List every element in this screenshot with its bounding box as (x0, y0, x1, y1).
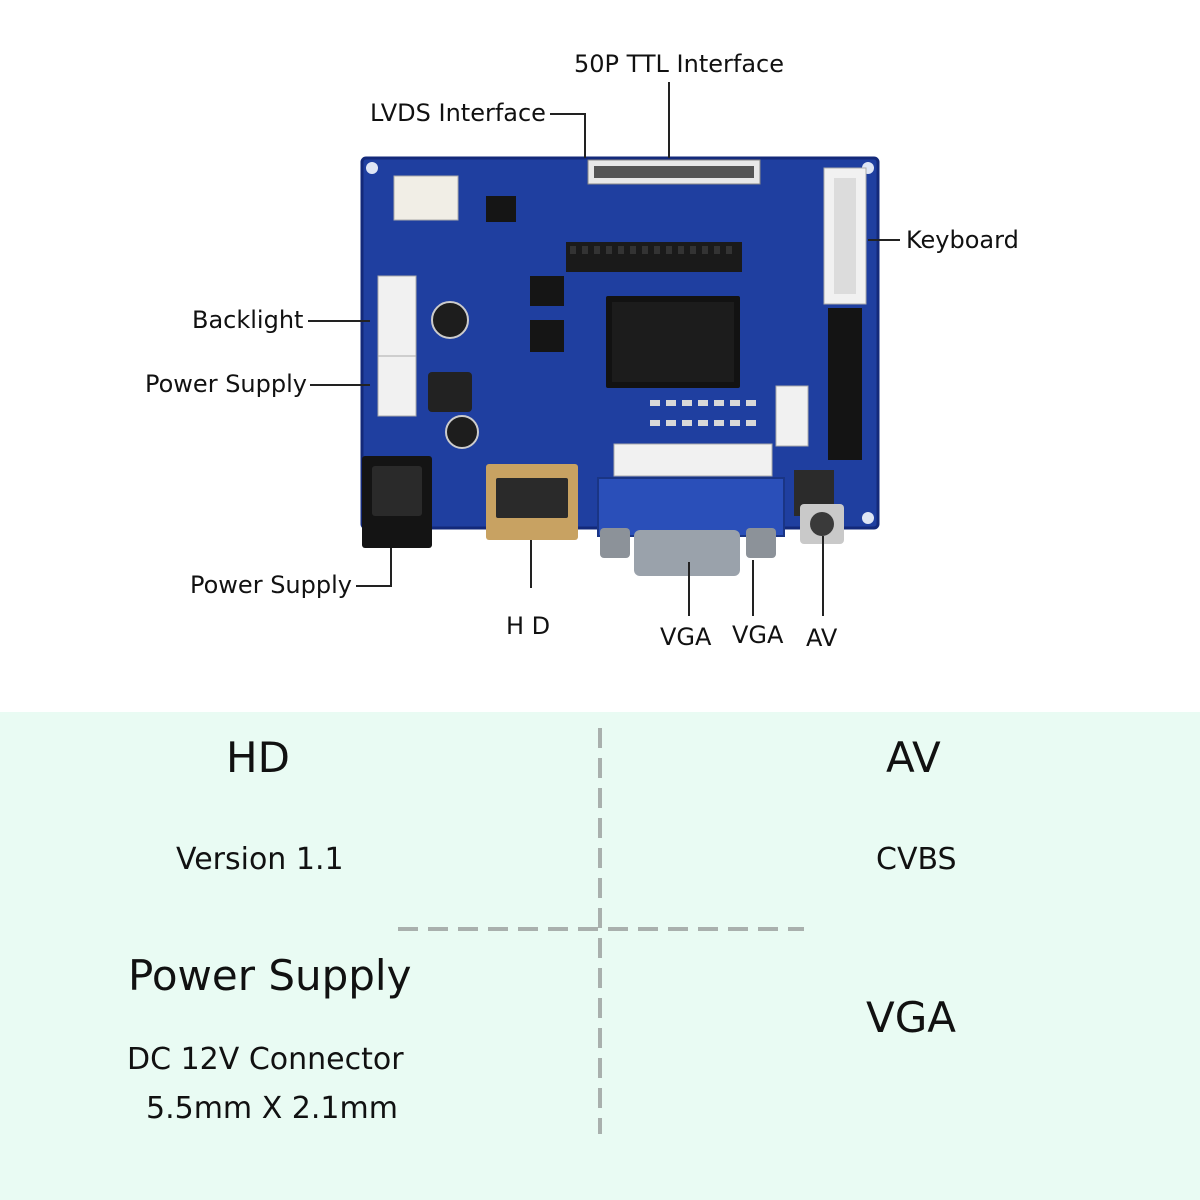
backlight-leader-line (308, 320, 370, 322)
vga-2-leader-line (752, 560, 754, 616)
hd-port-label: H D (506, 612, 551, 640)
power-supply-low-label: Power Supply (190, 571, 352, 599)
spec-vertical-divider (598, 728, 602, 1134)
hd-spec-version: Version 1.1 (176, 842, 344, 877)
vga-1-label: VGA (660, 623, 712, 651)
hd-leader-line (530, 540, 532, 588)
lvds-leader-line-v (584, 113, 586, 158)
power-supply-mid-leader-line (310, 384, 370, 386)
keyboard-leader-line (868, 239, 900, 241)
ttl-interface-label: 50P TTL Interface (574, 50, 784, 78)
vga-1-leader-line (688, 562, 690, 616)
av-port-label: AV (806, 624, 838, 652)
power-spec-line2: 5.5mm X 2.1mm (146, 1091, 398, 1126)
av-spec-title: AV (886, 733, 941, 782)
keyboard-label: Keyboard (906, 226, 1019, 254)
lvds-interface-label: LVDS Interface (370, 99, 546, 127)
power-spec-line1: DC 12V Connector (127, 1042, 404, 1077)
backlight-label: Backlight (192, 306, 304, 334)
av-spec-format: CVBS (876, 842, 957, 877)
power-spec-title: Power Supply (128, 951, 412, 1000)
av-leader-line (822, 536, 824, 616)
spec-horizontal-divider (398, 927, 804, 931)
lvds-leader-line-h (550, 113, 586, 115)
controller-board-illustration (360, 156, 880, 576)
power-supply-low-leader-line-h (356, 585, 392, 587)
power-supply-mid-label: Power Supply (145, 370, 307, 398)
ttl-leader-line (668, 82, 670, 158)
hd-spec-title: HD (226, 733, 290, 782)
power-supply-low-leader-line-v (390, 548, 392, 587)
vga-2-label: VGA (732, 621, 784, 649)
vga-spec-title: VGA (866, 993, 957, 1042)
